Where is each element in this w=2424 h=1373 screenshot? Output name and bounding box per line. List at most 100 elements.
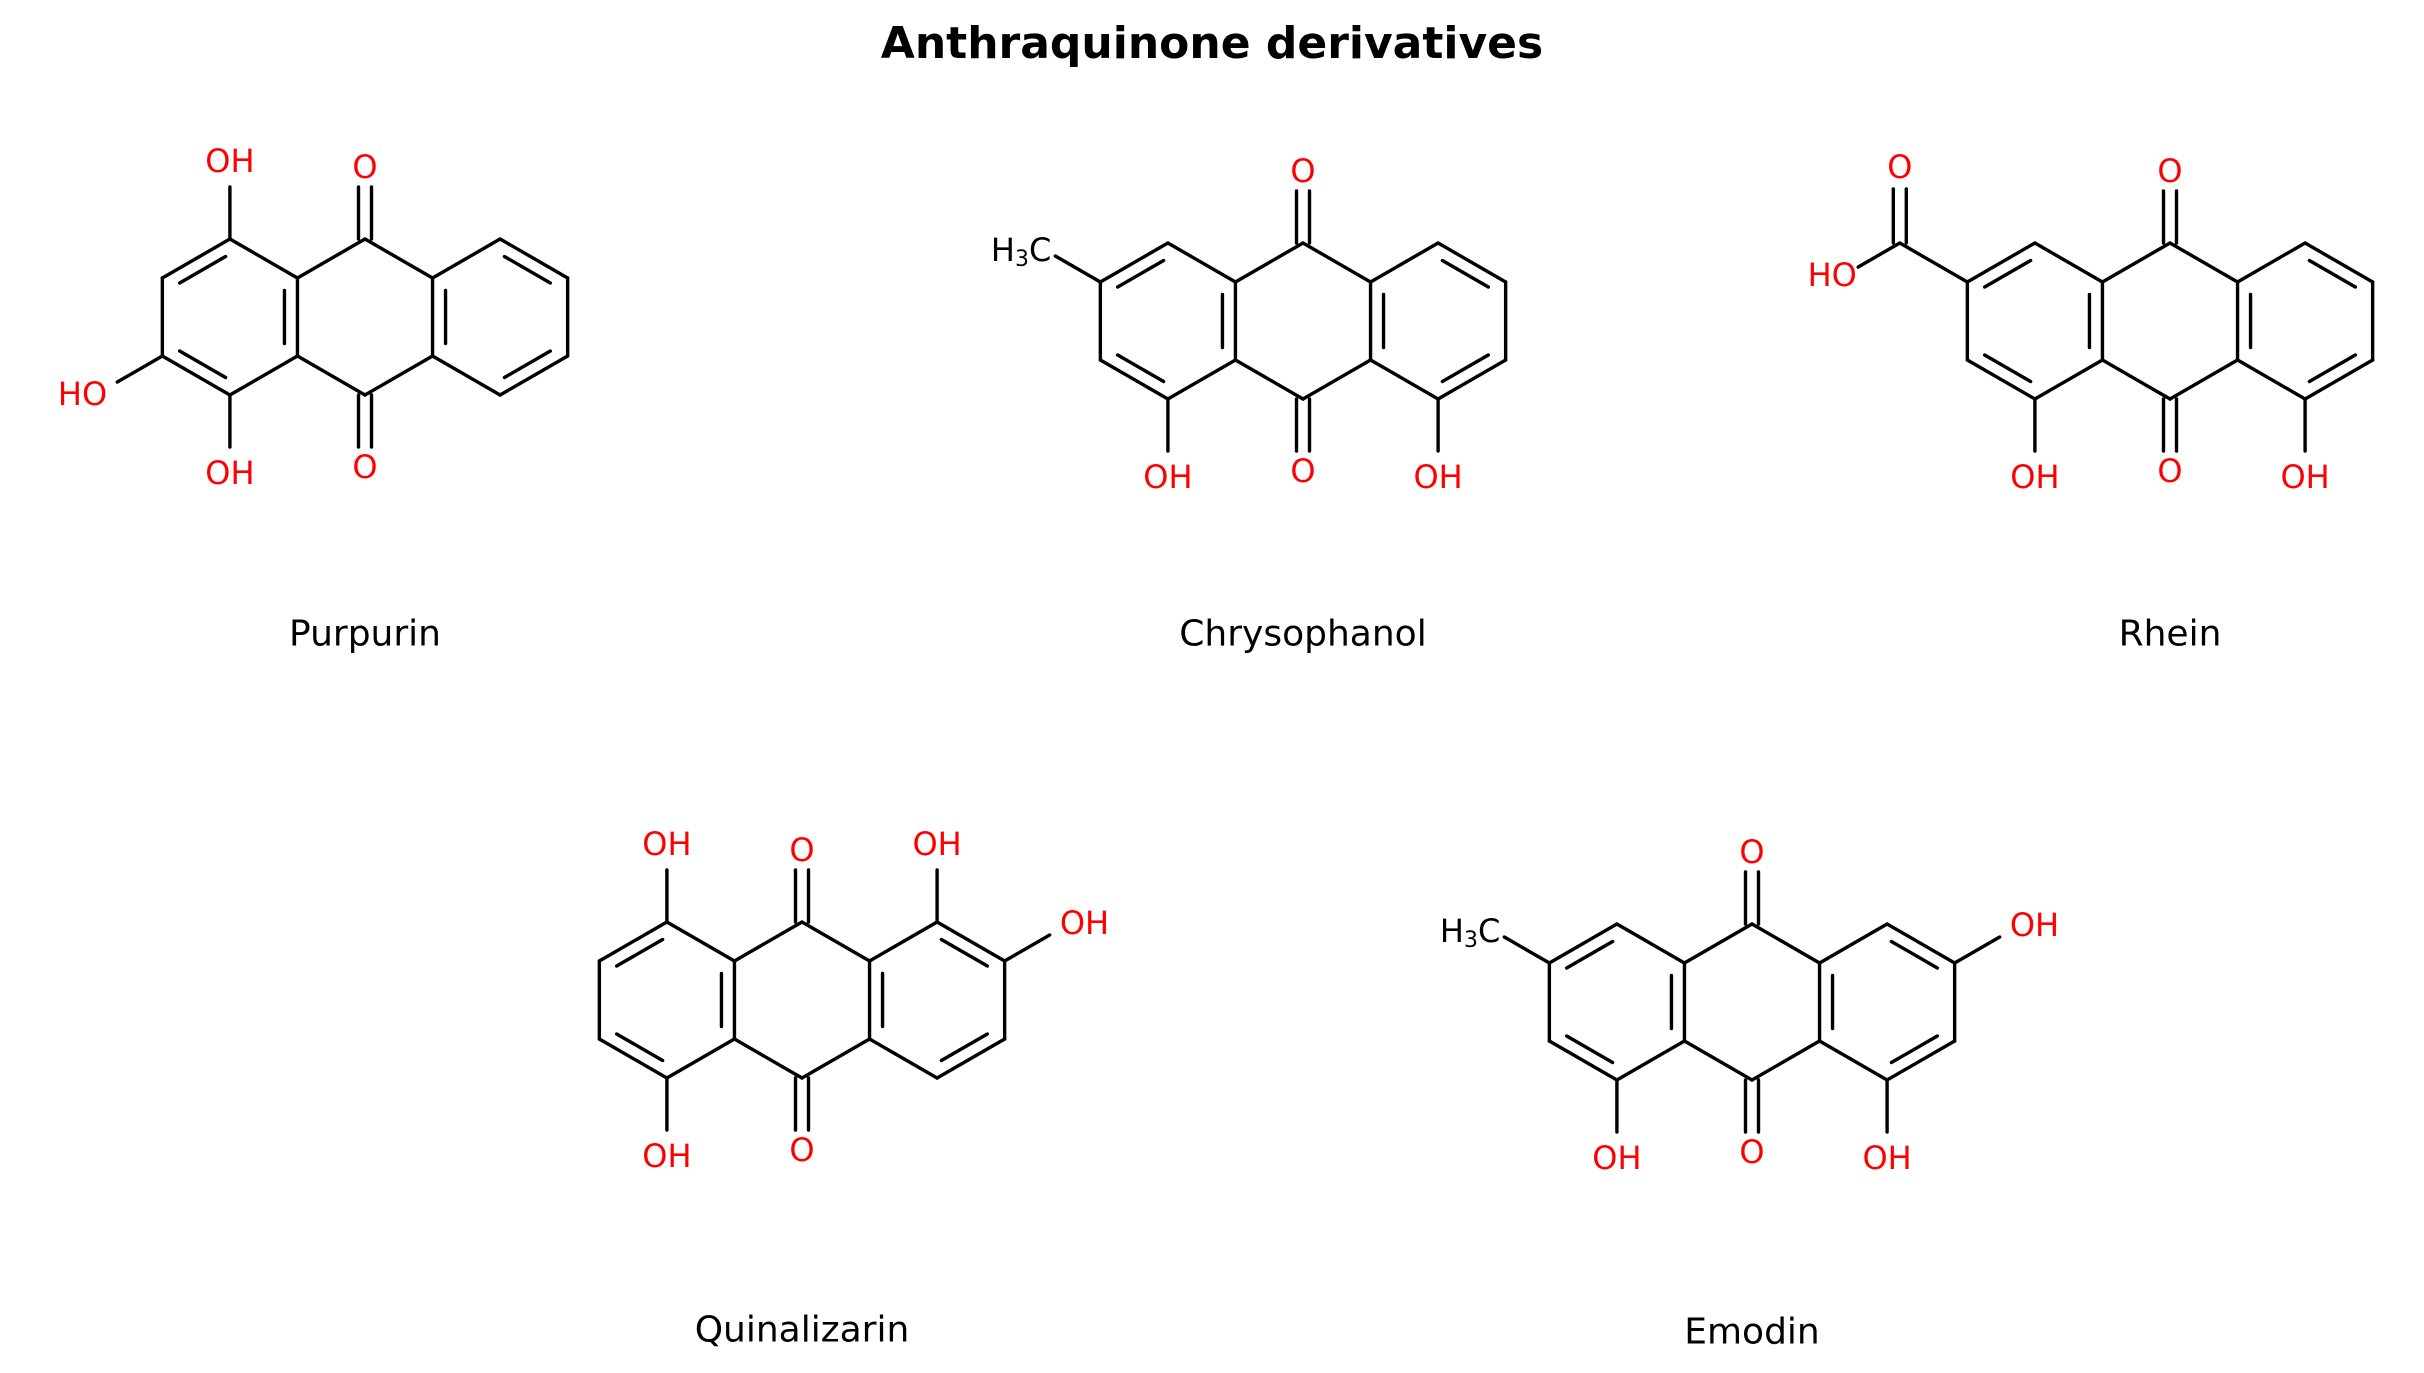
ring-bond <box>867 920 939 963</box>
ring-bond <box>2100 358 2172 401</box>
carbonyl-oxygen-9: O <box>352 148 377 186</box>
ring-bond <box>1233 241 1305 284</box>
carbonyl-oxygen-9: O <box>2157 152 2182 190</box>
ring-bond <box>1098 241 1170 284</box>
hydroxyl-6: OH <box>2010 906 2059 944</box>
ring-double-bond <box>177 254 228 285</box>
ring-bond <box>1547 1039 1619 1082</box>
carbonyl-oxygen-10: O <box>1290 452 1315 490</box>
hydroxyl-1: OH <box>1143 458 1192 496</box>
carboxyl-oxygen: O <box>1887 148 1912 186</box>
ring-bond <box>935 920 1007 963</box>
ring-double-bond <box>1115 353 1166 384</box>
ring-bond <box>498 237 570 280</box>
ring-bond <box>867 1037 939 1080</box>
ring-bond <box>732 920 804 963</box>
ring-double-bond <box>2307 353 2358 384</box>
methyl-label: H3C <box>991 231 1051 272</box>
ring-bond <box>1817 922 1889 965</box>
hydroxyl-2: OH <box>1060 904 1109 942</box>
ring-bond <box>800 920 872 963</box>
ring-double-bond <box>1564 939 1615 970</box>
carboxyl-bond <box>1898 241 1970 284</box>
ring-double-bond <box>177 349 228 380</box>
ring-bond <box>1885 922 1957 965</box>
ring-double-bond <box>1440 353 1491 384</box>
ring-double-bond <box>1982 353 2033 384</box>
ring-double-bond <box>1982 258 2033 289</box>
carbonyl-oxygen-9: O <box>1739 833 1764 871</box>
ring-bond <box>2303 358 2375 401</box>
hydroxyl-8: OH <box>1413 458 1462 496</box>
ring-bond <box>1166 358 1238 401</box>
ring-bond <box>363 237 435 280</box>
carbonyl-oxygen-10: O <box>2157 452 2182 490</box>
ring-bond <box>1750 1039 1822 1082</box>
ring-bond <box>2235 358 2307 401</box>
ring-bond <box>2235 241 2307 284</box>
substituent-bond <box>115 354 165 384</box>
methyl-label: H3C <box>1440 912 1500 953</box>
ring-bond <box>1965 241 2037 284</box>
hydroxyl-5: OH <box>642 1137 691 1175</box>
ring-bond <box>1368 241 1440 284</box>
hydroxyl-2: HO <box>58 375 107 413</box>
ring-double-bond <box>1440 258 1491 289</box>
ring-bond <box>430 237 502 280</box>
ring-double-bond <box>614 1032 665 1063</box>
ring-bond <box>295 354 367 397</box>
ring-bond <box>1436 241 1508 284</box>
hydroxyl-8: OH <box>1862 1139 1911 1177</box>
ring-double-bond <box>502 254 553 285</box>
ring-bond <box>295 237 367 280</box>
hydroxyl-8: OH <box>642 825 691 863</box>
ring-bond <box>1750 922 1822 965</box>
ring-bond <box>597 920 669 963</box>
ring-double-bond <box>614 937 665 968</box>
ring-bond <box>160 354 232 397</box>
ring-bond <box>800 1037 872 1080</box>
ring-bond <box>1301 358 1373 401</box>
ring-double-bond <box>1115 258 1166 289</box>
hydroxyl-1: OH <box>205 142 254 180</box>
molecule-name: Quinalizarin <box>695 1310 910 1351</box>
ring-bond <box>1233 358 1305 401</box>
ring-double-bond <box>939 1032 990 1063</box>
carbonyl-oxygen-10: O <box>789 1131 814 1169</box>
ring-bond <box>1682 922 1754 965</box>
ring-bond <box>2168 358 2240 401</box>
substituent-bond <box>1002 933 1052 963</box>
ring-double-bond <box>939 937 990 968</box>
molecule-name: Purpurin <box>289 614 441 655</box>
ring-bond <box>597 1037 669 1080</box>
ring-bond <box>1615 1039 1687 1082</box>
ring-bond <box>2100 241 2172 284</box>
ring-bond <box>2303 241 2375 284</box>
ring-bond <box>430 354 502 397</box>
molecule-quinalizarin: O O OH OH OH OH Quinalizarin <box>597 825 1109 1351</box>
ring-bond <box>665 920 737 963</box>
ring-bond <box>363 354 435 397</box>
hydroxyl-1: OH <box>1592 1139 1641 1177</box>
ring-bond <box>228 354 300 397</box>
carbonyl-oxygen-9: O <box>1290 152 1315 190</box>
ring-bond <box>935 1037 1007 1080</box>
carbonyl-oxygen-9: O <box>789 831 814 869</box>
ring-bond <box>1965 358 2037 401</box>
hydroxyl-1: OH <box>912 825 961 863</box>
ring-double-bond <box>1564 1034 1615 1065</box>
ring-bond <box>2033 241 2105 284</box>
methyl-bond <box>1502 935 1552 965</box>
ring-bond <box>228 237 300 280</box>
hydroxyl-1: OH <box>2010 458 2059 496</box>
ring-bond <box>498 354 570 397</box>
carbonyl-oxygen-10: O <box>352 448 377 486</box>
ring-bond <box>160 237 232 280</box>
ring-bond <box>1885 1039 1957 1082</box>
carbonyl-oxygen-10: O <box>1739 1133 1764 1171</box>
